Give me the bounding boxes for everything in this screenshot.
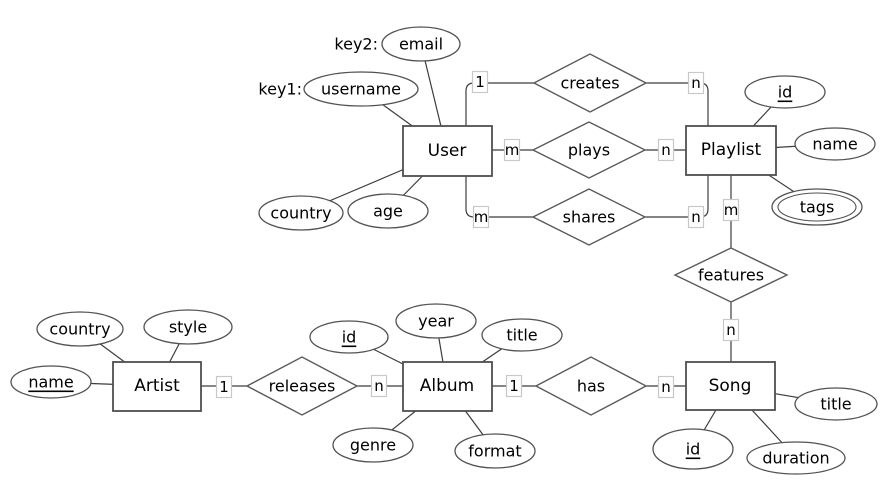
attribute-ellipse-song-id [652, 428, 734, 470]
attribute-label-playlist-id: id [778, 83, 793, 102]
entity-label-song: Song [709, 376, 752, 396]
attribute-label-album-year: year [418, 312, 454, 331]
attribute-ellipse-album-year [395, 303, 477, 339]
relationship-label-plays: plays [568, 141, 610, 160]
cardinality-label-album-has: 1 [509, 377, 519, 395]
relationship-diamond-features [673, 247, 789, 303]
attribute-label-artist-style: style [169, 318, 207, 337]
entity-label-user: User [428, 141, 467, 161]
attribute-label-song-title: title [820, 395, 851, 414]
attribute-ellipse-user-email [381, 26, 461, 62]
attribute-label-user-username: username [321, 80, 401, 99]
cardinality-box-features-song [722, 318, 740, 342]
attribute-ellipse-user-country [258, 195, 344, 231]
cardinality-label-features-song: n [726, 321, 736, 339]
attribute-ellipse-artist-name [10, 365, 92, 399]
attribute-ellipse-artist-country [36, 311, 124, 347]
attribute-ellipse-album-format [454, 433, 536, 469]
attribute-label-artist-name: name [28, 373, 73, 392]
key-prefix-label-username: key1: [258, 80, 302, 99]
relationship-diamond-plays [531, 121, 647, 179]
key-prefix-label-email: key2: [334, 35, 378, 54]
cardinality-box-playlist-features [722, 198, 740, 222]
entity-box-artist [112, 361, 202, 412]
cardinality-label-user-shares: m [474, 208, 489, 226]
attribute-label-artist-country: country [49, 320, 110, 339]
attribute-label-user-country: country [270, 204, 331, 223]
attribute-ellipse-artist-style [143, 309, 233, 345]
attribute-label-song-id: id [686, 440, 701, 459]
entity-label-playlist: Playlist [701, 140, 762, 160]
entity-label-album: Album [420, 376, 474, 396]
attribute-ellipse-album-genre [332, 427, 414, 463]
relationship-diamond-shares [531, 188, 647, 246]
attribute-label-album-format: format [468, 442, 521, 461]
attribute-ellipse-album-title [481, 318, 563, 352]
entity-label-artist: Artist [134, 376, 180, 396]
cardinality-label-playlist-features: m [724, 201, 739, 219]
attribute-inner-ellipse-tags [777, 192, 857, 222]
cardinality-label-has-song: n [661, 378, 671, 396]
attribute-label-album-title: title [506, 326, 537, 345]
cardinality-label-shares-playlist: n [691, 208, 701, 226]
attribute-label-album-id: id [342, 328, 357, 347]
cardinality-label-user-creates: 1 [475, 73, 485, 91]
relationship-label-creates: creates [560, 74, 619, 93]
entity-box-song [685, 361, 776, 411]
relationship-diamond-creates [532, 53, 648, 113]
relationship-label-features: features [698, 266, 764, 285]
cardinality-box-plays-playlist [657, 138, 675, 162]
cardinality-box-has-song [657, 375, 675, 399]
entity-box-album [402, 361, 493, 412]
cardinality-label-plays-playlist: n [661, 141, 671, 159]
attribute-ellipse-user-age [347, 193, 429, 229]
entity-box-playlist [685, 125, 777, 176]
relationship-label-releases: releases [269, 377, 336, 396]
entity-box-user [402, 125, 493, 177]
attribute-ellipse-album-id [309, 320, 389, 354]
attribute-ellipse-playlist-id [744, 75, 826, 109]
cardinality-label-user-plays: m [505, 141, 520, 159]
relationship-label-shares: shares [563, 208, 616, 227]
relationship-label-has: has [577, 377, 605, 396]
cardinality-box-user-shares [472, 205, 490, 229]
cardinality-label-creates-playlist: n [691, 74, 701, 92]
attribute-label-user-age: age [373, 202, 403, 221]
attribute-ellipse-user-username [303, 71, 419, 107]
cardinality-box-album-has [505, 374, 523, 398]
relationship-diamond-releases [245, 356, 359, 416]
cardinality-label-artist-releases: 1 [219, 378, 229, 396]
attribute-ellipse-song-title [794, 387, 878, 421]
cardinality-box-user-plays [503, 138, 521, 162]
attribute-label-user-email: email [399, 35, 443, 54]
attribute-label-song-duration: duration [762, 449, 829, 468]
relationship-diamond-has [534, 356, 648, 416]
attribute-label-playlist-name: name [812, 135, 857, 154]
cardinality-box-artist-releases [215, 375, 233, 399]
attribute-ellipse-song-duration [746, 441, 846, 475]
attribute-label-playlist-tags: tags [800, 198, 835, 217]
attribute-ellipse-playlist-tags [771, 188, 863, 226]
cardinality-box-shares-playlist [687, 205, 705, 229]
cardinality-label-releases-album: n [374, 377, 384, 395]
cardinality-box-releases-album [370, 374, 388, 398]
attribute-ellipse-playlist-name [794, 127, 876, 161]
cardinality-box-user-creates [471, 70, 489, 94]
cardinality-box-creates-playlist [687, 71, 705, 95]
attribute-label-album-genre: genre [350, 436, 396, 455]
